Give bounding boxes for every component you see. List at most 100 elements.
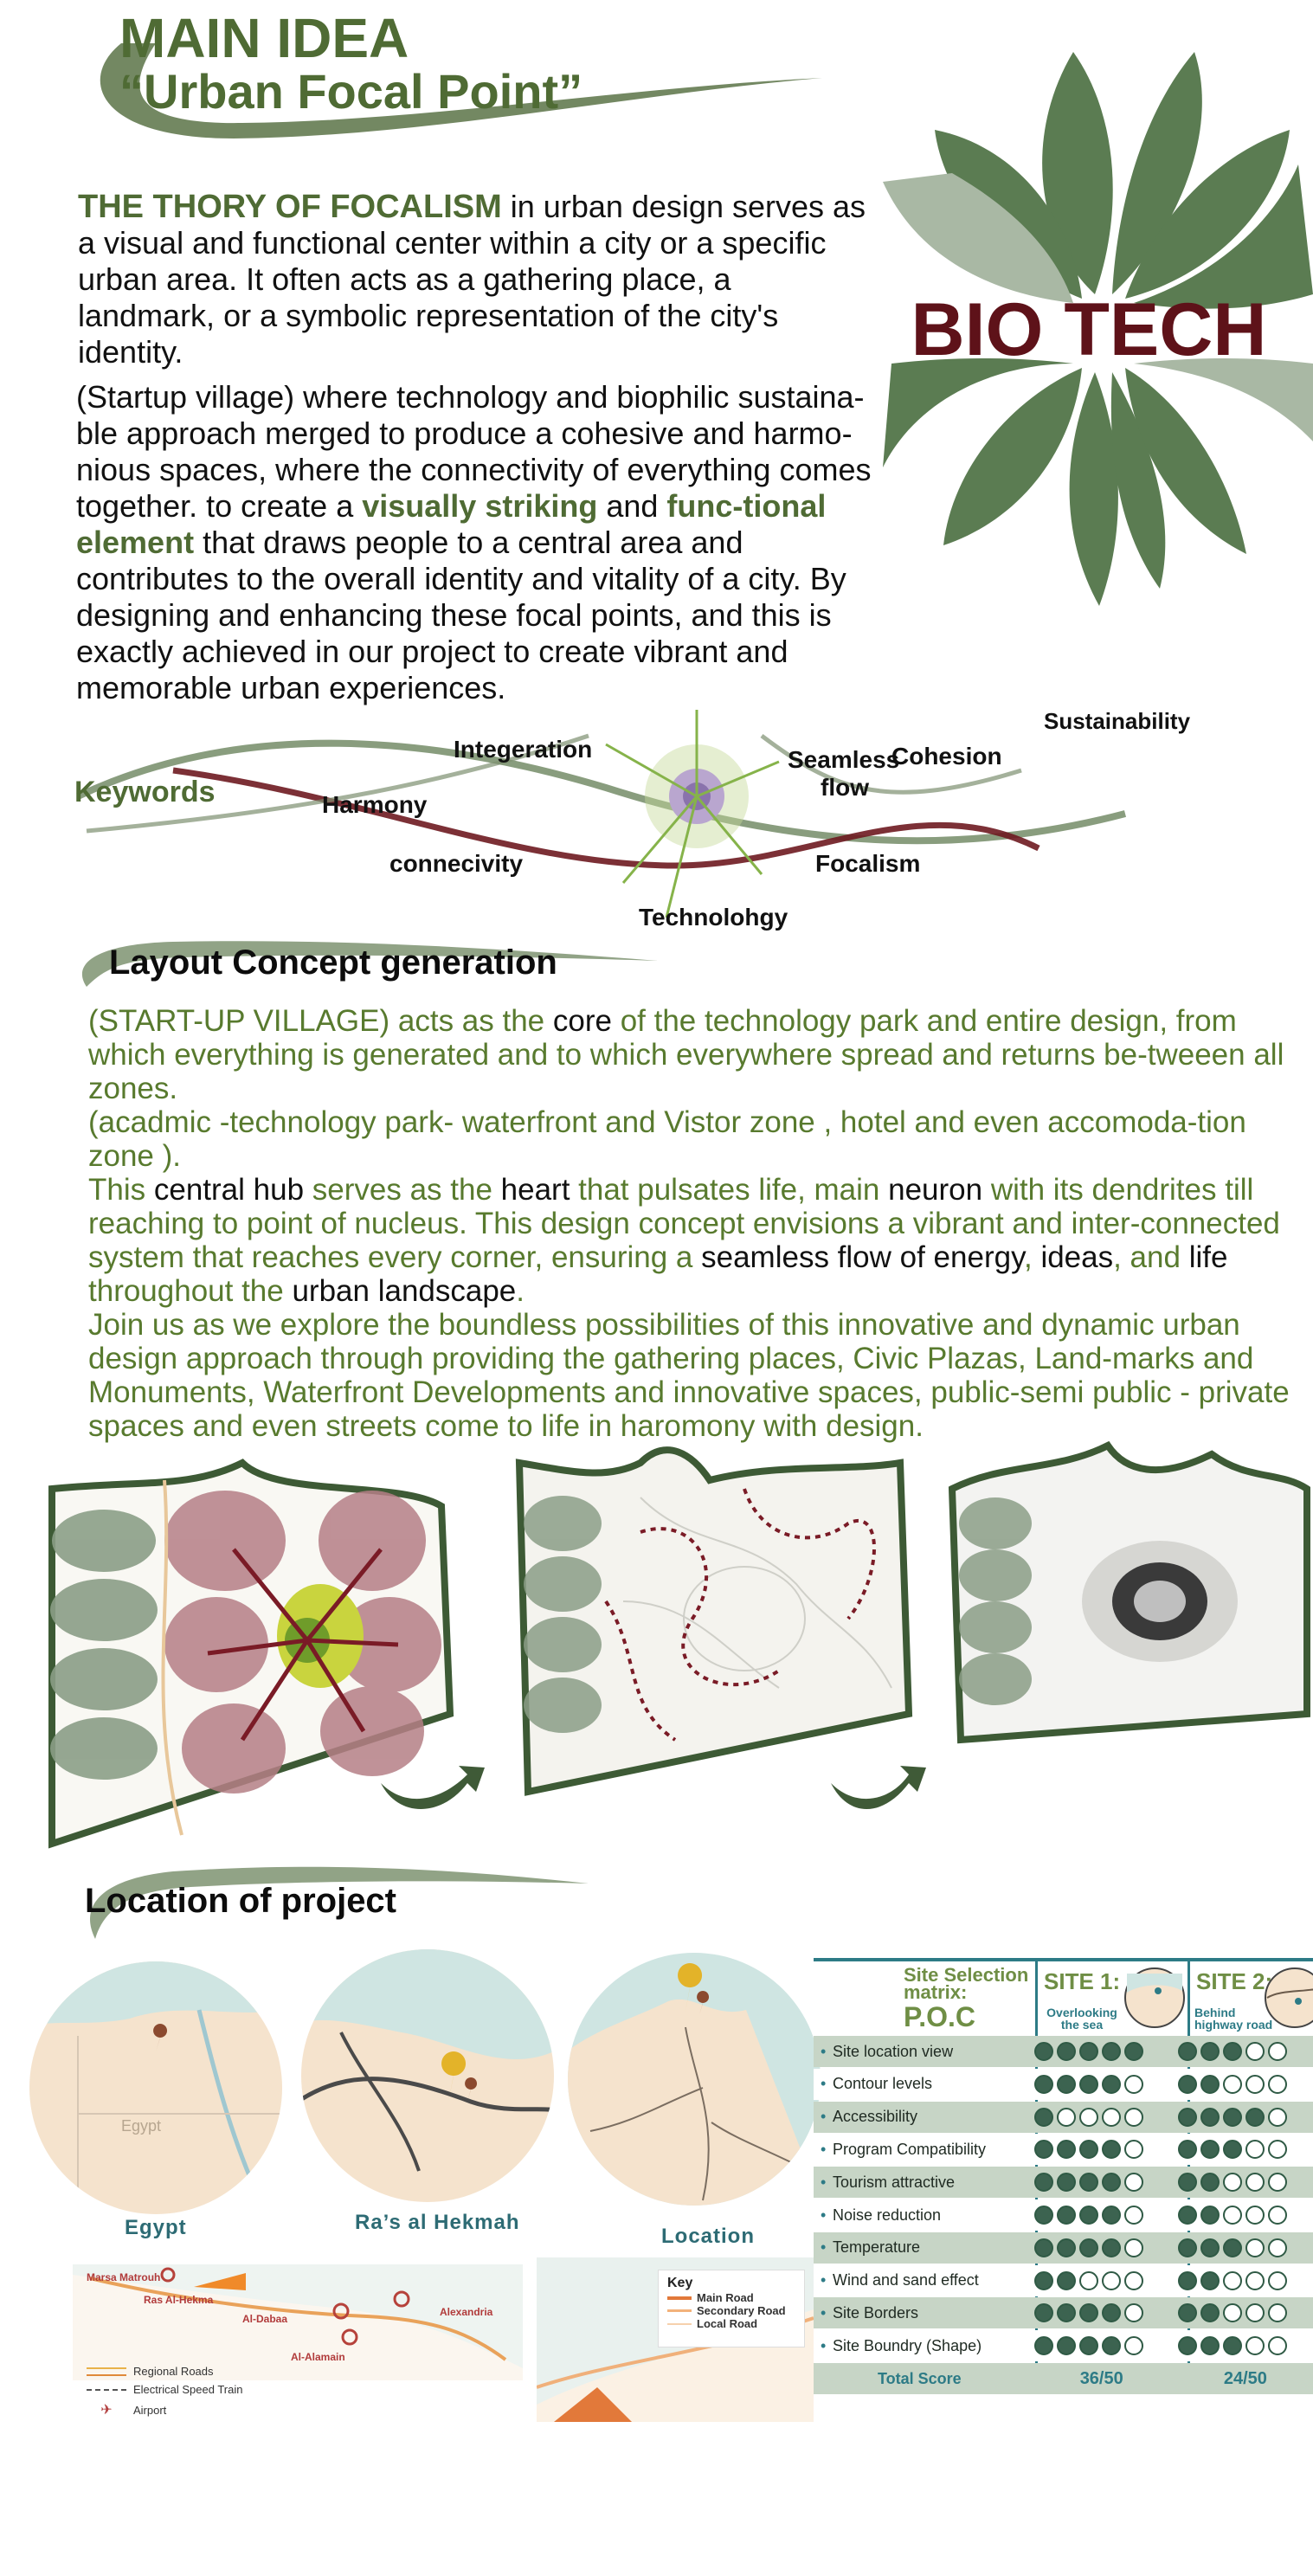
rating-dot [1268, 2270, 1288, 2290]
layout-p3-ideas: ideas [1040, 1240, 1114, 1274]
rating-dot [1245, 2042, 1265, 2061]
rating-dot [1079, 2238, 1099, 2257]
rating-dot [1223, 2206, 1243, 2225]
key-local-road-label: Local Road [697, 2317, 758, 2330]
layout-p3-g: throughout the [88, 1274, 293, 1308]
caption-location: Location [661, 2225, 755, 2248]
rating-dot [1268, 2303, 1288, 2323]
site1-thumbnail [1124, 1967, 1185, 2028]
legend-regional-roads-label: Regional Roads [133, 2365, 214, 2378]
matrix-row: Site Borders• [814, 2297, 1313, 2329]
bullet-icon: • [821, 2271, 827, 2289]
rating-dot [1124, 2238, 1144, 2257]
rating-dot [1268, 2140, 1288, 2160]
site1-rating [1026, 2074, 1169, 2094]
key-secondary-road-label: Secondary Road [697, 2304, 786, 2317]
site-selection-matrix: Site Selection matrix: P.O.C SITE 1: Ove… [814, 1958, 1313, 2394]
logo-text: BIO TECH [911, 288, 1267, 371]
rating-dot [1200, 2206, 1220, 2225]
map-ras-al-hekmah [301, 1949, 554, 2202]
rating-dot [1057, 2107, 1077, 2127]
startup-bold-2: func-tional element [76, 488, 827, 560]
concept-panel-network [515, 1446, 913, 1796]
layout-p3-hub: central hub [153, 1173, 305, 1207]
rating-dot [1034, 2336, 1054, 2356]
startup-bold-1: visually striking [362, 488, 598, 524]
rating-dot [1268, 2206, 1288, 2225]
site1-rating [1026, 2303, 1169, 2323]
legend-speed-train: Electrical Speed Train [87, 2383, 242, 2396]
rating-dot [1124, 2336, 1144, 2356]
rating-dot [1057, 2173, 1077, 2193]
site1-rating [1026, 2206, 1169, 2225]
bio-tech-logo: BIO TECH [883, 52, 1313, 606]
layout-paragraph-4: Join us as we explore the boundless poss… [88, 1308, 1290, 1443]
rating-dot [1124, 2107, 1144, 2127]
matrix-row: Site location view• [814, 2036, 1313, 2067]
place-al-dabaa: Al-Dabaa [242, 2313, 288, 2325]
total-score-label: Total Score [877, 2369, 962, 2387]
rating-dot [1200, 2140, 1220, 2160]
layout-concept-text: (START-UP VILLAGE) acts as the core of t… [88, 1004, 1300, 1443]
site1-rating [1026, 2140, 1169, 2160]
rating-dot [1268, 2173, 1288, 2193]
rating-dot [1124, 2042, 1144, 2061]
matrix-criterion: Accessibility• [821, 2108, 918, 2126]
theory-paragraph: THE THORY OF FOCALISM in urban design se… [78, 189, 874, 370]
rating-dot [1124, 2140, 1144, 2160]
rating-dot [1178, 2042, 1198, 2061]
rating-dot [1034, 2270, 1054, 2290]
rating-dot [1245, 2074, 1265, 2094]
rating-dot [1057, 2270, 1077, 2290]
rating-dot [1223, 2074, 1243, 2094]
layout-p3-e: , [1023, 1240, 1041, 1274]
matrix-row: Tourism attractive• [814, 2167, 1313, 2199]
matrix-row: Accessibility• [814, 2101, 1313, 2133]
rating-dot [1223, 2107, 1243, 2127]
rating-dot [1245, 2140, 1265, 2160]
layout-p1-b: of the technology park and entire design… [88, 1004, 1284, 1105]
rating-dot [1223, 2336, 1243, 2356]
concept-diagrams [48, 1440, 1310, 1849]
site2-rating [1169, 2042, 1313, 2061]
site1-rating [1026, 2173, 1169, 2193]
site1-rating [1026, 2042, 1169, 2061]
rating-dot [1079, 2074, 1099, 2094]
rating-dot [1178, 2074, 1198, 2094]
layout-p3-neuron: neuron [888, 1173, 983, 1207]
rating-dot [1102, 2107, 1122, 2127]
rating-dot [1200, 2107, 1220, 2127]
matrix-criterion: Wind and sand effect• [821, 2271, 979, 2289]
matrix-criterion: Contour levels• [821, 2075, 933, 2093]
rating-dot [1102, 2140, 1122, 2160]
layout-p1-a: (START-UP VILLAGE) acts as the [88, 1004, 553, 1038]
layout-p1-core: core [552, 1004, 612, 1038]
theory-heading: THE THORY OF FOCALISM [78, 189, 502, 225]
rating-dot [1034, 2042, 1054, 2061]
rating-dot [1124, 2303, 1144, 2323]
rating-dot [1034, 2303, 1054, 2323]
site2-rating [1169, 2140, 1313, 2160]
theory-text: in urban design serves as a visual and f… [78, 189, 866, 370]
matrix-criterion: Site location view• [821, 2042, 954, 2060]
bullet-icon: • [821, 2140, 827, 2158]
site1-rating [1026, 2336, 1169, 2356]
matrix-criterion: Temperature• [821, 2238, 921, 2257]
keyword-integeration: Integeration [454, 736, 593, 763]
rating-dot [1200, 2074, 1220, 2094]
matrix-row: Program Compatibility• [814, 2134, 1313, 2166]
total-score-site2: 24/50 [1223, 2368, 1267, 2388]
layout-p3-a: This [88, 1173, 154, 1207]
rating-dot [1268, 2336, 1288, 2356]
concept-panel-masterplan [948, 1440, 1310, 1744]
layout-p3-f: , and [1113, 1240, 1189, 1274]
rating-dot [1124, 2173, 1144, 2193]
rating-dot [1034, 2173, 1054, 2193]
rating-dot [1245, 2303, 1265, 2323]
startup-paragraph: (Startup village) where technology and b… [76, 379, 897, 706]
rating-dot [1102, 2336, 1122, 2356]
neuron-center-icon [605, 710, 780, 918]
bullet-icon: • [821, 2075, 827, 2093]
matrix-criterion: Program Compatibility• [821, 2140, 987, 2158]
rating-dot [1268, 2042, 1288, 2061]
